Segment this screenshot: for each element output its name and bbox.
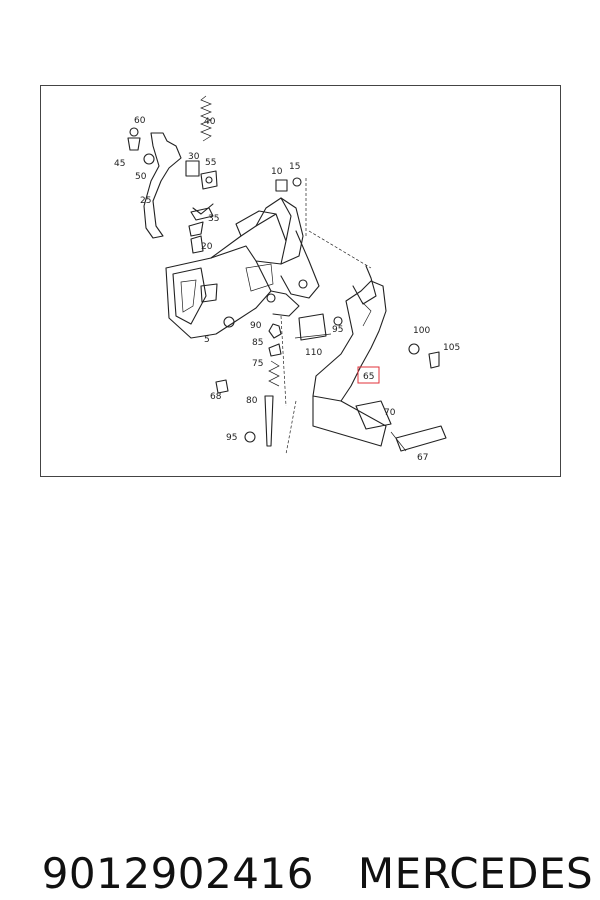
callout-110: 110: [305, 348, 322, 358]
lower-pedal-arm: [312, 265, 447, 452]
upper-pedal-arm: [127, 127, 218, 303]
callout-25: 25: [140, 196, 151, 206]
callout-75: 75: [252, 359, 263, 369]
callout-65-highlight: [357, 366, 380, 384]
small-parts: [185, 160, 440, 447]
callout-65: 65: [363, 372, 374, 382]
callout-15: 15: [289, 162, 300, 172]
callout-70: 70: [384, 408, 396, 418]
callout-20: 20: [201, 242, 213, 252]
callout-50: 50: [135, 172, 147, 182]
callout-5: 5: [204, 335, 210, 345]
return-spring-40: [200, 95, 212, 142]
parts-diagram: 60 40 45 50 30 55 10 15 25 35 20 5 90 95…: [40, 85, 561, 477]
leader-lines: [280, 178, 372, 455]
callout-45: 45: [114, 159, 125, 169]
part-number: 9012902416: [41, 849, 314, 898]
bracket-housing: [165, 197, 320, 339]
callout-60: 60: [134, 116, 146, 126]
callout-100: 100: [413, 326, 430, 336]
callout-10: 10: [271, 167, 283, 177]
callout-95-upper: 95: [332, 325, 343, 335]
pedal-assembly-drawing: 60 40 45 50 30 55 10 15 25 35 20 5 90 95…: [114, 95, 460, 463]
callout-85: 85: [252, 338, 263, 348]
callout-55: 55: [205, 158, 216, 168]
callout-67: 67: [417, 453, 428, 463]
callout-30: 30: [188, 152, 200, 162]
callout-35: 35: [208, 214, 219, 224]
callout-95-lower: 95: [226, 433, 237, 443]
callout-68: 68: [210, 392, 222, 402]
callouts: 60 40 45 50 30 55 10 15 25 35 20 5 90 95…: [114, 116, 460, 463]
callout-80: 80: [246, 396, 258, 406]
product-caption: 9012902416 MERCEDES: [14, 800, 594, 898]
callout-90: 90: [250, 321, 262, 331]
callout-40: 40: [204, 117, 216, 127]
callout-105: 105: [443, 343, 460, 353]
brand-name: MERCEDES: [357, 849, 594, 898]
